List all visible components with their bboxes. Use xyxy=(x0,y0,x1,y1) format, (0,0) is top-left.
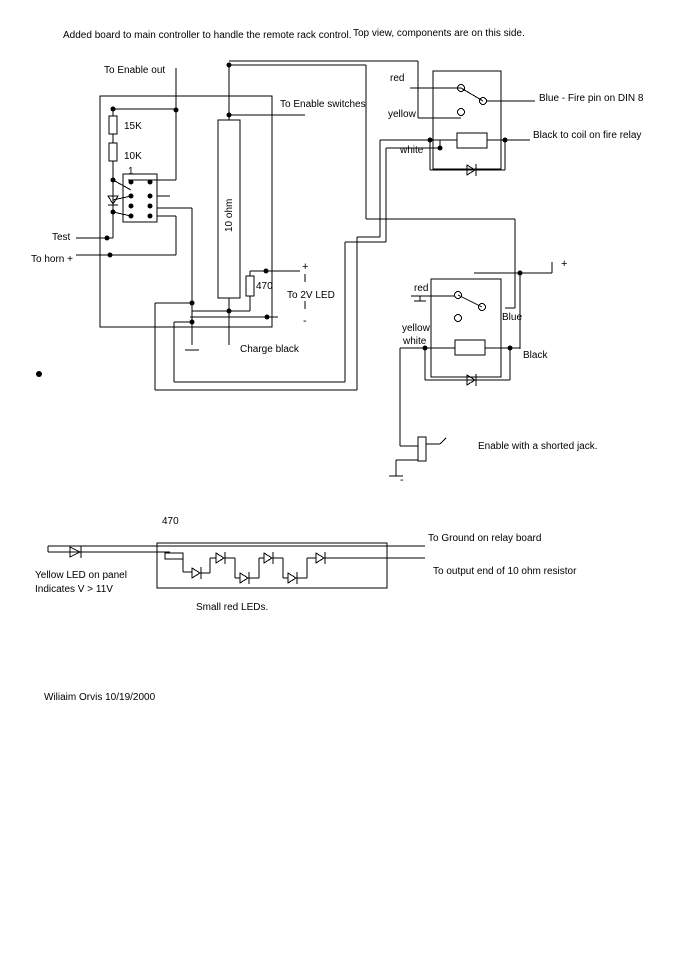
led-board-resistor-470 xyxy=(164,552,184,560)
red-led-5 xyxy=(287,572,297,584)
label-enable-out: To Enable out xyxy=(104,65,165,76)
red-led-2 xyxy=(215,552,225,564)
resistor-15k xyxy=(108,115,118,135)
yellow-led-symbol xyxy=(69,546,82,558)
label-2v-led: To 2V LED xyxy=(287,290,335,301)
relay2-label-ground: - xyxy=(400,474,404,486)
led-indicator-board: 470 To Ground on relay board xyxy=(35,516,577,613)
controller-board-outline xyxy=(99,95,273,328)
relay1-label-white: white xyxy=(399,145,424,156)
relay1-label-yellow: yellow xyxy=(388,109,417,120)
led-board-label-ground: To Ground on relay board xyxy=(428,533,541,544)
red-led-1 xyxy=(191,567,201,579)
jack-socket xyxy=(417,436,427,462)
diode-controller xyxy=(107,195,119,205)
label-15k: 15K xyxy=(124,121,142,132)
relay2-label-plus: + xyxy=(561,258,567,270)
relay2-label-red: red xyxy=(414,283,428,294)
relay1-contact-nc xyxy=(457,84,465,92)
label-470: 470 xyxy=(256,281,273,292)
enable-relay-bottom: + red Blue yellow white Black - xyxy=(389,258,598,486)
relay2-label-blue: Blue xyxy=(502,312,522,323)
label-charge-black: Charge black xyxy=(240,344,300,355)
relay2-label-black: Black xyxy=(523,350,548,361)
fire-relay-top: red yellow white Blue - Fire pin on DIN … xyxy=(380,70,644,176)
relay2-diode xyxy=(466,374,476,386)
relay1-contact-common xyxy=(479,97,487,105)
label-horn: To horn + xyxy=(31,254,73,265)
note-added-board: Added board to main controller to handle… xyxy=(63,30,352,41)
label-led-minus: - xyxy=(303,315,307,327)
label-enable-switches: To Enable switches xyxy=(280,99,366,110)
red-led-6 xyxy=(315,552,325,564)
relay2-contact-common xyxy=(478,303,486,311)
note-top-view: Top view, components are on this side. xyxy=(353,28,525,39)
relay2-contact-no xyxy=(454,314,462,322)
led-board-label-small-red: Small red LEDs. xyxy=(196,602,268,613)
relay1-diode xyxy=(466,164,476,176)
led-board-outline xyxy=(156,542,388,589)
red-led-3 xyxy=(239,572,249,584)
led-board-label-470: 470 xyxy=(162,516,179,527)
relay2-coil xyxy=(454,339,486,356)
label-enable-jack: Enable with a shorted jack. xyxy=(478,441,598,452)
relay1-label-blue-fire: Blue - Fire pin on DIN 8 xyxy=(539,93,644,104)
controller-board: To Enable out 15K 10K 1 xyxy=(31,62,386,391)
relay1-outline xyxy=(432,70,502,170)
label-test: Test xyxy=(52,232,71,243)
relay2-label-yellow: yellow xyxy=(402,323,431,334)
relay2-contact-nc xyxy=(454,291,462,299)
label-10-ohm: 10 ohm xyxy=(224,199,235,232)
red-led-4 xyxy=(263,552,273,564)
author-signature: Wiliaim Orvis 10/19/2000 xyxy=(44,692,156,703)
label-led-plus: + xyxy=(302,261,308,273)
label-10k: 10K xyxy=(124,151,142,162)
label-ic-pin1: 1 xyxy=(128,166,134,177)
relay1-label-black-coil: Black to coil on fire relay xyxy=(533,130,641,141)
stray-dot xyxy=(36,371,42,377)
resistor-470 xyxy=(245,275,255,297)
relay1-contact-no xyxy=(457,108,465,116)
relay1-coil xyxy=(456,132,488,149)
relay1-label-red: red xyxy=(390,73,404,84)
led-board-label-yellow: Yellow LED on panel xyxy=(35,570,127,581)
led-board-label-output: To output end of 10 ohm resistor xyxy=(433,566,577,577)
led-board-label-indicates: Indicates V > 11V xyxy=(35,584,113,595)
resistor-10k xyxy=(108,142,118,162)
crossover-wiring xyxy=(229,60,516,309)
relay2-label-white: white xyxy=(402,336,427,347)
relay2-outline xyxy=(430,278,502,378)
